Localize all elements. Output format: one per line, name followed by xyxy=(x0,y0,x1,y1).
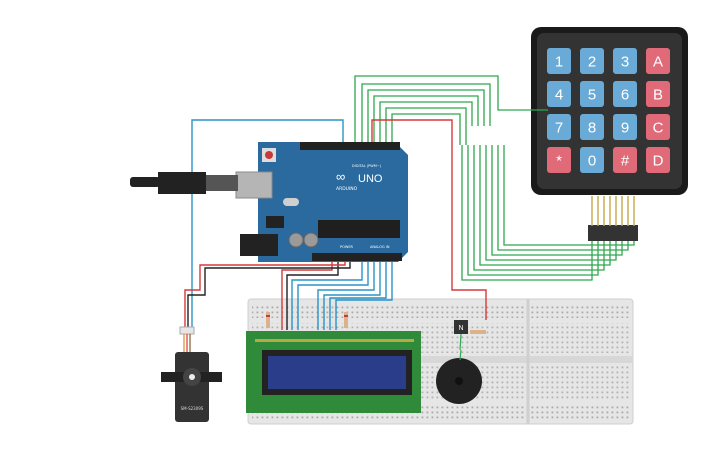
usb-cable-plug xyxy=(130,172,238,194)
resistor-mid xyxy=(344,312,348,328)
servo-signal-wire xyxy=(191,119,344,330)
keypad-key-1[interactable]: 1 xyxy=(547,48,571,74)
buzzer-wire xyxy=(371,119,487,320)
keypad-key-a[interactable]: A xyxy=(646,48,670,74)
keypad-key-label: 9 xyxy=(621,120,629,137)
servo-motor[interactable]: SM-S2309S xyxy=(161,326,222,422)
analog-header-label: ANALOG IN xyxy=(370,245,390,249)
arduino-brand-label: ARDUINO xyxy=(336,186,358,192)
keypad-key-8[interactable]: 8 xyxy=(580,114,604,140)
digital-header-label: DIGITAL (PWM~) xyxy=(352,164,382,168)
keypad-key-star[interactable]: * xyxy=(547,147,571,173)
keypad-key-d[interactable]: D xyxy=(646,147,670,173)
keypad-key-label: 4 xyxy=(555,87,563,104)
keypad-key-label: D xyxy=(653,153,664,170)
piezo-buzzer xyxy=(436,349,482,404)
keypad-key-b[interactable]: B xyxy=(646,81,670,107)
resistor-left xyxy=(266,312,270,328)
keypad-key-label: 3 xyxy=(621,54,629,71)
arduino-model-label: UNO xyxy=(358,173,383,185)
keypad-key-9[interactable]: 9 xyxy=(613,114,637,140)
keypad-key-label: 2 xyxy=(588,54,596,71)
keypad-key-label: 6 xyxy=(621,87,629,104)
npn-transistor: N xyxy=(454,320,468,351)
keypad-key-c[interactable]: C xyxy=(646,114,670,140)
keypad-key-label: 7 xyxy=(555,120,563,137)
keypad-key-label: A xyxy=(653,54,663,71)
resistor-right xyxy=(470,330,486,334)
keypad-key-label: # xyxy=(621,153,630,170)
keypad-key-3[interactable]: 3 xyxy=(613,48,637,74)
keypad-wires-top xyxy=(354,75,548,145)
keypad-key-label: 8 xyxy=(588,120,596,137)
keypad-key-hash[interactable]: # xyxy=(613,147,637,173)
keypad-key-5[interactable]: 5 xyxy=(580,81,604,107)
keypad-key-6[interactable]: 6 xyxy=(613,81,637,107)
keypad-key-label: 5 xyxy=(588,87,596,104)
keypad-key-label: * xyxy=(556,153,562,170)
keypad-key-label: 1 xyxy=(555,54,563,71)
arduino-uno-board[interactable]: ∞ UNO ARDUINO DIGITAL (PWM~) POWER ANALO… xyxy=(235,142,408,262)
lcd-wires xyxy=(184,262,393,330)
keypad-key-4[interactable]: 4 xyxy=(547,81,571,107)
servo-model-label: SM-S2309S xyxy=(181,406,204,411)
keypad-key-0[interactable]: 0 xyxy=(580,147,604,173)
keypad-key-label: 0 xyxy=(588,153,596,170)
svg-text:N: N xyxy=(458,325,463,332)
power-header-label: POWER xyxy=(340,245,354,249)
keypad-key-label: C xyxy=(653,120,664,137)
keypad-4x4[interactable]: 1 2 3 A 4 5 6 B 7 8 9 C * 0 # D xyxy=(531,27,688,241)
keypad-key-2[interactable]: 2 xyxy=(580,48,604,74)
keypad-key-label: B xyxy=(653,87,663,104)
infinity-logo-icon: ∞ xyxy=(336,169,345,184)
keypad-key-7[interactable]: 7 xyxy=(547,114,571,140)
keypad-wires-bottom xyxy=(385,107,635,281)
lcd-16x2-display[interactable] xyxy=(246,331,421,413)
